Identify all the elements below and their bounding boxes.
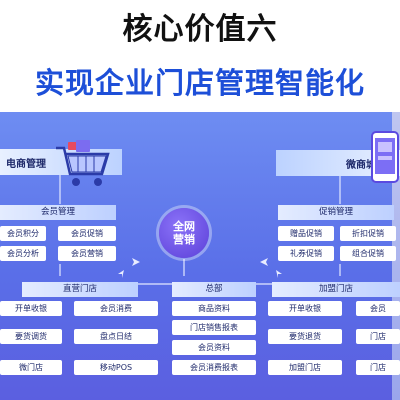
franchise-item-6: 门店 xyxy=(356,360,400,375)
micromall-label: 微商城 xyxy=(346,159,376,171)
member-mgmt-item-2: 会员促销 xyxy=(58,226,116,241)
hq-item-1: 商品资料 xyxy=(172,301,256,316)
promo-mgmt-header: 促销管理 xyxy=(278,205,394,220)
hq-header: 总部 xyxy=(172,282,256,297)
hq-item-4: 会员消费报表 xyxy=(172,360,256,375)
arrow-icon-left-low xyxy=(118,270,124,278)
omni-marketing-circle: 全网 营销 xyxy=(159,208,209,258)
direct-store-header: 直营门店 xyxy=(22,282,138,297)
arrow-icon-right xyxy=(260,258,268,266)
member-mgmt-item-1: 会员积分 xyxy=(0,226,46,241)
promo-mgmt-item-1: 赠品促销 xyxy=(278,226,334,241)
direct-store-item-5: 微门店 xyxy=(0,360,62,375)
hq-item-3: 会员资料 xyxy=(172,340,256,355)
panel-edge xyxy=(392,112,400,400)
direct-store-item-3: 要货调货 xyxy=(0,329,62,344)
direct-store-item-1: 开单收银 xyxy=(0,301,62,316)
direct-store-item-4: 盘点日结 xyxy=(74,329,158,344)
franchise-item-1: 开单收银 xyxy=(268,301,342,316)
franchise-item-4: 门店 xyxy=(356,329,400,344)
page-subtitle: 实现企业门店管理智能化 xyxy=(34,66,365,100)
franchise-item-5: 加盟门店 xyxy=(268,360,342,375)
cart-icon xyxy=(56,140,110,186)
member-mgmt-header: 会员管理 xyxy=(0,205,116,220)
phone-icon xyxy=(371,131,399,183)
franchise-item-2: 会员 xyxy=(356,301,400,316)
omni-marketing-line2: 营销 xyxy=(173,233,195,246)
arrow-icon-left xyxy=(132,258,140,266)
hq-item-2: 门店销售报表 xyxy=(172,320,256,335)
direct-store-item-2: 会员消费 xyxy=(74,301,158,316)
arrow-icon-right-low xyxy=(276,270,282,278)
omni-marketing-line1: 全网 xyxy=(173,220,195,233)
franchise-header: 加盟门店 xyxy=(272,282,400,297)
direct-store-item-6: 移动POS xyxy=(74,360,158,375)
ecommerce-label: 电商管理 xyxy=(6,158,46,170)
member-mgmt-item-4: 会员营销 xyxy=(58,246,116,261)
member-mgmt-item-3: 会员分析 xyxy=(0,246,46,261)
promo-mgmt-item-4: 组合促销 xyxy=(340,246,396,261)
promo-mgmt-item-3: 礼券促销 xyxy=(278,246,334,261)
page-title: 核心价值六 xyxy=(122,12,278,47)
promo-mgmt-item-2: 折扣促销 xyxy=(340,226,396,241)
franchise-item-3: 要货退货 xyxy=(268,329,342,344)
